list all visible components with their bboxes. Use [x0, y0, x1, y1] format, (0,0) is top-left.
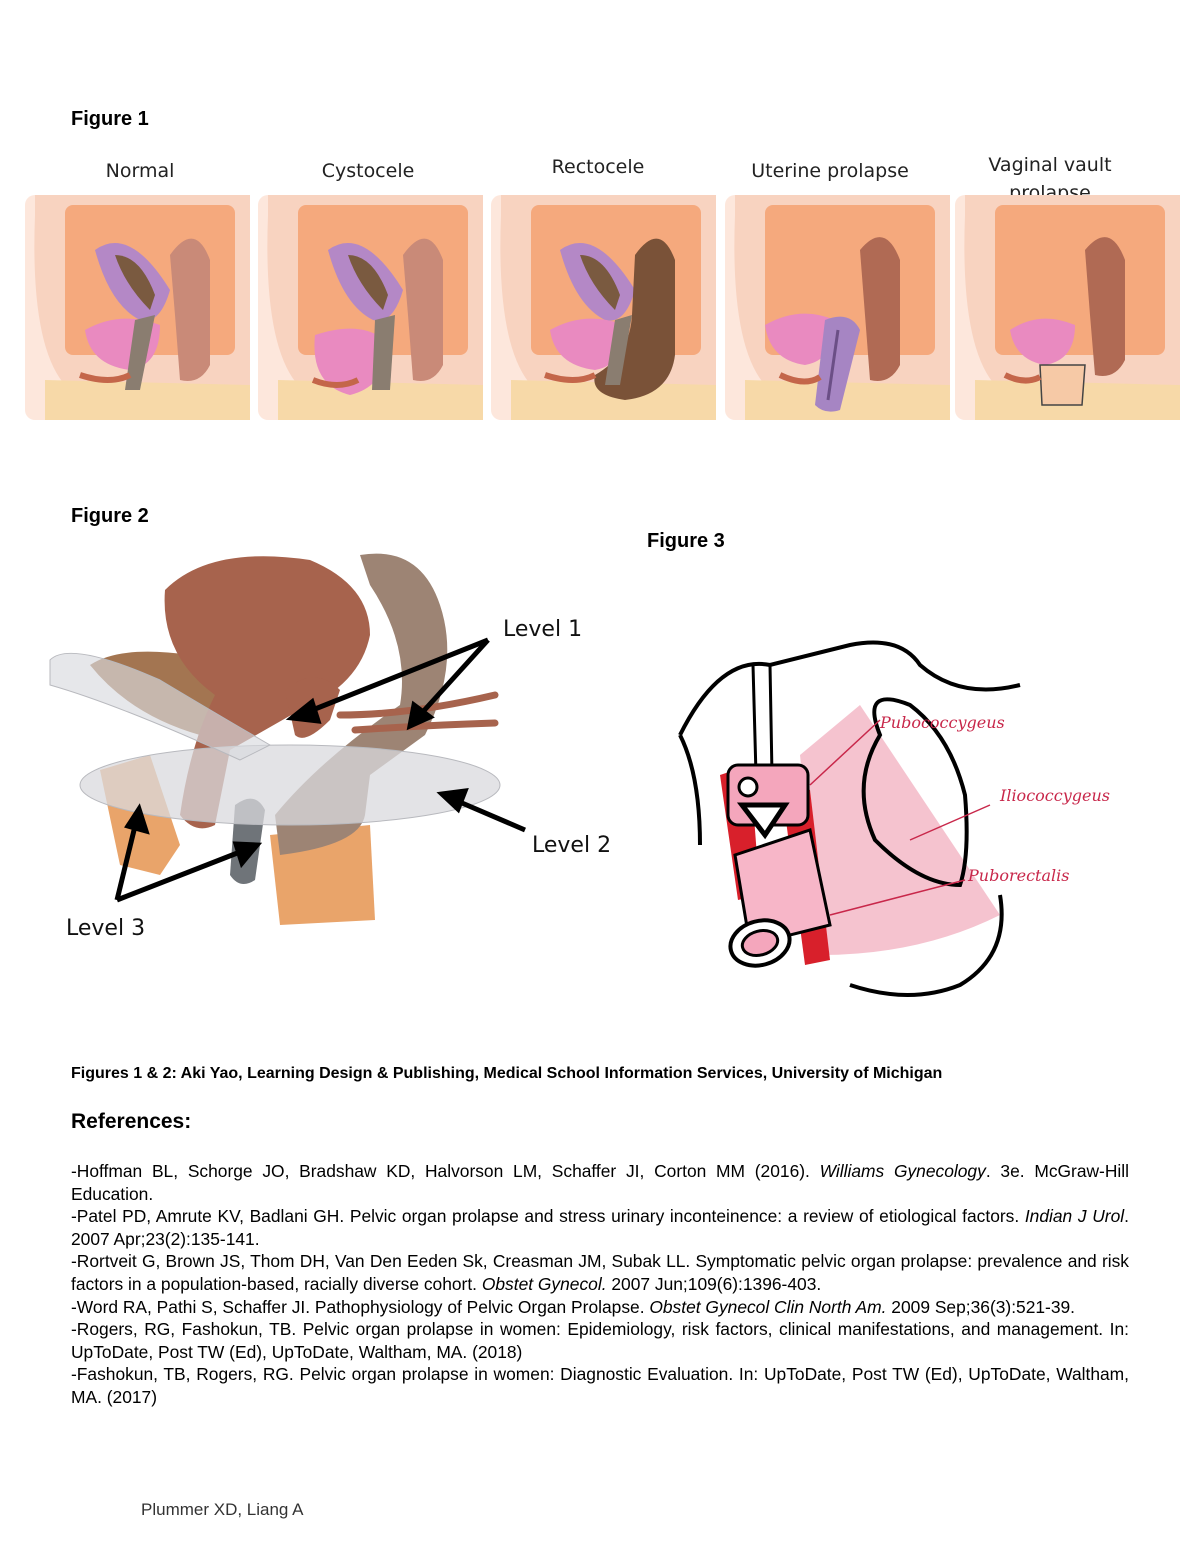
panel-label-cystocele: Cystocele: [321, 160, 415, 182]
reference-item: -Fashokun, TB, Rogers, RG. Pelvic organ …: [71, 1364, 1129, 1407]
label-iliococcygeus: Iliococcygeus: [1000, 786, 1110, 805]
figure3-title: Figure 3: [647, 530, 725, 552]
references-heading: References:: [71, 1110, 192, 1133]
figure3-illustration: [678, 640, 1021, 997]
label-level-1: Level 1: [503, 617, 583, 642]
panel-cystocele-illustration: [258, 195, 483, 420]
figure-credit: Figures 1 & 2: Aki Yao, Learning Design …: [71, 1065, 943, 1082]
reference-item: -Rogers, RG, Fashokun, TB. Pelvic organ …: [71, 1319, 1129, 1362]
panel-label-normal: Normal: [105, 160, 175, 182]
label-level-2: Level 2: [532, 833, 612, 858]
panel-label-rectocele: Rectocele: [551, 156, 645, 178]
label-puborectalis: Puborectalis: [968, 866, 1070, 885]
reference-item: -Patel PD, Amrute KV, Badlani GH. Pelvic…: [71, 1206, 1129, 1249]
figure2-title: Figure 2: [71, 505, 149, 527]
references-list: -Hoffman BL, Schorge JO, Bradshaw KD, Ha…: [71, 1160, 1129, 1409]
panel-label-uterine-prolapse: Uterine prolapse: [751, 160, 909, 182]
figure1-title: Figure 1: [71, 108, 149, 130]
reference-item: -Hoffman BL, Schorge JO, Bradshaw KD, Ha…: [71, 1161, 1130, 1204]
figure1-illustrations: [25, 195, 1180, 420]
page-footer-authors: Plummer XD, Liang A: [141, 1500, 304, 1519]
panel-uterine-prolapse-illustration: [725, 195, 950, 420]
panel-vaginal-vault-prolapse-illustration: [955, 195, 1180, 420]
reference-item: -Rortveit G, Brown JS, Thom DH, Van Den …: [71, 1251, 1129, 1294]
figure2-illustration: [49, 553, 526, 925]
panel-normal-illustration: [25, 195, 250, 420]
label-pubococcygeus: Pubococcygeus: [880, 713, 1005, 732]
label-level-3: Level 3: [66, 916, 146, 941]
reference-item: -Word RA, Pathi S, Schaffer JI. Pathophy…: [71, 1296, 1076, 1317]
panel-rectocele-illustration: [491, 195, 716, 420]
